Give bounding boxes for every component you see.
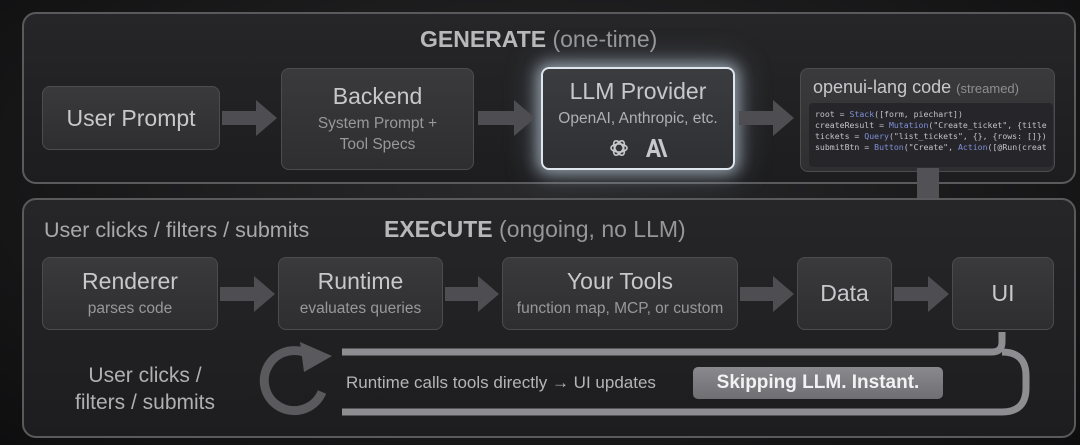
your-tools-title: Your Tools [566, 267, 674, 294]
arrow-right-icon [894, 276, 949, 312]
backend-box: Backend System Prompt + Tool Specs [281, 68, 474, 170]
arrow-right-icon [740, 276, 794, 312]
runtime-box: Runtime evaluates queries [278, 257, 443, 330]
generate-title-bold: GENERATE [420, 26, 547, 52]
execute-title-bold: EXECUTE [384, 216, 493, 242]
ui-box: UI [952, 257, 1054, 330]
runtime-title: Runtime [317, 267, 404, 294]
code-box: openui-lang code (streamed) root = Stack… [800, 68, 1055, 172]
ui-title: UI [991, 280, 1015, 306]
data-title: Data [820, 280, 869, 306]
code-line: submitBtn = Button("Create", Action([@Ru… [815, 142, 1047, 152]
generate-title-rest: (one-time) [552, 26, 658, 52]
refresh-cycle-icon [259, 342, 332, 416]
renderer-sub: parses code [87, 299, 173, 317]
arrow-right-icon [478, 100, 535, 136]
provider-logos [608, 137, 668, 159]
user-prompt-label: User Prompt [66, 104, 196, 131]
backend-title: Backend [332, 83, 423, 110]
execute-title-rest: (ongoing, no LLM) [499, 216, 686, 242]
execute-left-label: User clicks / filters / submits [44, 218, 310, 242]
loop-left-line1: User clicks / [88, 364, 202, 387]
your-tools-sub: function map, MCP, or custom [516, 299, 724, 317]
user-prompt-box: User Prompt [42, 86, 220, 150]
code-line: createResult = Mutation("Create_ticket",… [815, 120, 1047, 130]
loop-return-path [342, 332, 1030, 416]
your-tools-box: Your Tools function map, MCP, or custom [502, 257, 738, 330]
loop-text: Runtime calls tools directly → UI update… [346, 373, 656, 392]
arrow-right-icon [220, 276, 275, 312]
code-area: root = Stack([form, piechart]) createRes… [809, 103, 1053, 167]
llm-provider-title: LLM Provider [569, 77, 707, 104]
execute-title: EXECUTE (ongoing, no LLM) [384, 216, 686, 243]
openai-logo-icon [610, 140, 628, 157]
backend-sub-line1: System Prompt + [317, 115, 438, 133]
loop-left-label: User clicks / filters / submits [40, 362, 250, 416]
arrow-right-icon [222, 100, 277, 136]
data-box: Data [797, 257, 892, 330]
generate-title: GENERATE (one-time) [420, 26, 657, 53]
renderer-box: Renderer parses code [42, 257, 218, 330]
code-line: tickets = Query("list_tickets", {}, {row… [815, 131, 1047, 141]
code-line: root = Stack([form, piechart]) [815, 109, 963, 119]
arrow-right-icon [445, 276, 499, 312]
loop-left-line2: filters / submits [74, 391, 216, 414]
code-title-note: (streamed) [956, 81, 1019, 96]
code-title-main: openui-lang code [813, 77, 952, 97]
anthropic-logo-icon [646, 139, 668, 158]
backend-sub-line2: Tool Specs [339, 135, 416, 153]
skipping-llm-badge: Skipping LLM. Instant. [693, 367, 943, 399]
code-title: openui-lang code (streamed) [813, 77, 1019, 98]
renderer-title: Renderer [82, 267, 178, 294]
llm-provider-box: LLM Provider OpenAI, Anthropic, etc. [541, 67, 735, 170]
arrow-right-icon [739, 100, 794, 136]
llm-provider-sub: OpenAI, Anthropic, etc. [558, 109, 718, 127]
runtime-sub: evaluates queries [299, 299, 422, 317]
